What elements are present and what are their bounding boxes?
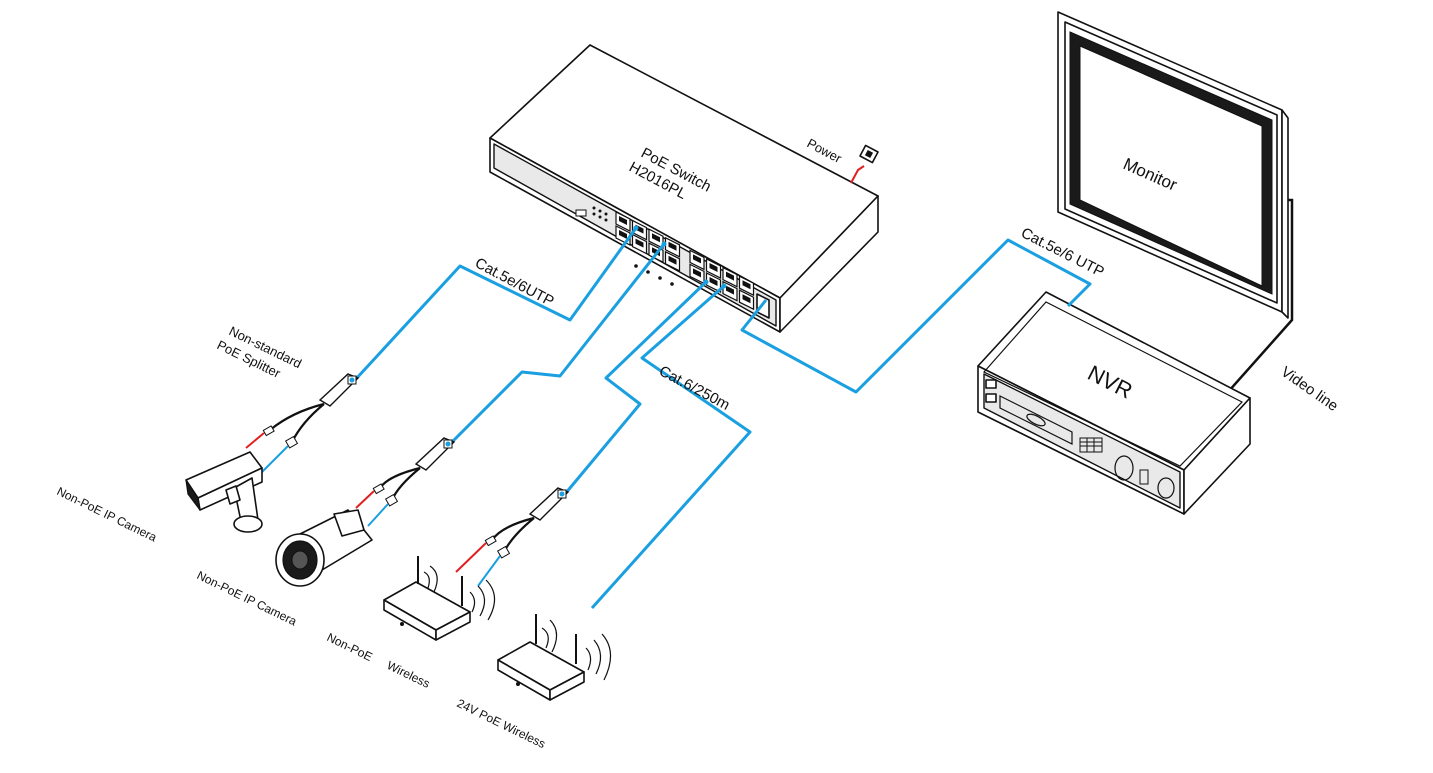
wireless-1-label-a: Non-PoE: [325, 630, 375, 664]
wireless-2-label: 24V PoE Wireless: [455, 696, 548, 751]
splitter-dc-pigtail: [379, 466, 421, 489]
video-line-label: Video line: [1278, 363, 1342, 415]
rj45-port-socket: [709, 263, 718, 272]
dc-plug-icon: [262, 425, 275, 437]
power-lead: [355, 490, 375, 509]
rj45-plug-icon: [384, 493, 399, 507]
switch-led-icon: [575, 206, 608, 222]
data-lead: [367, 503, 389, 527]
nvr-knob-icon: [1114, 455, 1134, 481]
rj45-plug-icon: [284, 435, 299, 449]
splitter-dc-pigtail: [491, 516, 535, 541]
rj45-port-socket: [635, 238, 644, 248]
cable-to-24v-wireless: [590, 284, 752, 610]
rj45-port-socket: [693, 268, 701, 278]
power-lead: [455, 542, 487, 573]
dc-plug-icon: [372, 483, 385, 495]
bullet-camera: [275, 509, 373, 587]
rj45-port-socket: [668, 255, 677, 265]
nvr-usb-port-icon: [985, 393, 997, 403]
rj45-port-socket: [668, 241, 677, 251]
long-cable-label: Cat.6/250m: [656, 363, 732, 414]
nvr-knob-icon: [1157, 477, 1175, 499]
nvr-button-panel: [1079, 437, 1103, 453]
splitter-connector-dot: [445, 441, 451, 447]
poe-switch: PoE Switch H2016PL Power: [489, 44, 879, 333]
cable-to-splitter-3: [563, 280, 708, 495]
cable-1-label: Cat.5e/6UTP: [472, 255, 557, 311]
rj45-port-socket: [742, 294, 751, 304]
wireless-ap-2: [497, 614, 612, 701]
power-cable: [850, 165, 865, 184]
cable-to-splitter-1: [353, 227, 638, 382]
splitter-dc-pigtail: [269, 402, 325, 431]
rj45-port-socket: [726, 285, 734, 295]
nvr: NVR: [977, 291, 1251, 515]
poe-splitters: [245, 373, 570, 587]
power-lead: [245, 432, 265, 449]
nvr-usb-port-icon: [985, 379, 997, 389]
wireless-ap-1: [383, 556, 496, 641]
video-line: [1227, 198, 1294, 393]
box-camera: [185, 451, 263, 533]
rj45-port-socket: [742, 280, 751, 290]
rj45-port-socket: [619, 230, 627, 239]
wireless-1-label-b: Wireless: [385, 658, 432, 691]
dc-plug-icon: [484, 535, 497, 547]
monitor: Monitor: [1057, 11, 1289, 319]
data-lead: [261, 445, 289, 473]
splitter-connector-dot: [349, 377, 355, 383]
rj45-port-socket: [693, 254, 701, 264]
rj45-port-socket: [619, 216, 627, 225]
uplink-cable: [740, 238, 1092, 394]
cable-to-splitter-2: [448, 243, 666, 446]
rj45-port-socket: [709, 277, 718, 286]
splitter-connector-dot: [559, 491, 565, 497]
rj45-plug-icon: [496, 545, 511, 559]
switch-ports: [615, 211, 755, 311]
camera-1-label: Non-PoE IP Camera: [55, 484, 160, 545]
data-lead: [477, 555, 501, 587]
network-cables: [353, 227, 1092, 610]
rj45-port-socket: [726, 271, 734, 281]
rj45-port-socket: [652, 233, 660, 243]
